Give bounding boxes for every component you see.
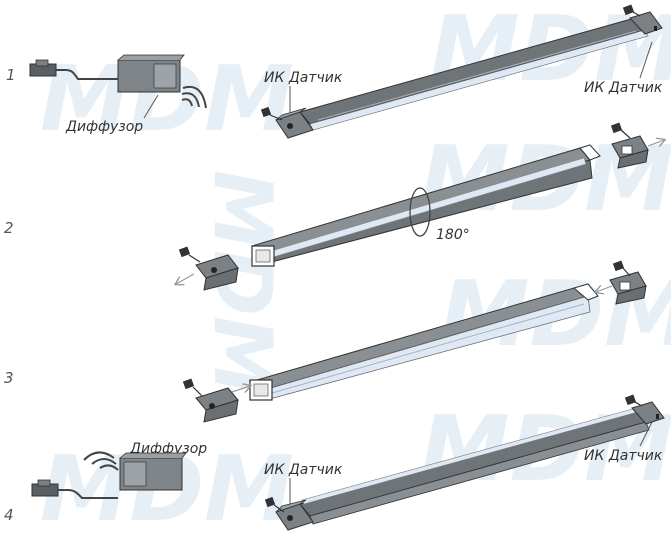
step-number-1: 1 — [6, 66, 16, 84]
end-cap-right — [622, 4, 663, 35]
end-cap-left-detached — [176, 246, 239, 291]
signal-waves-icon-4 — [83, 451, 119, 471]
ir-sensor-label-right: ИК Датчик — [584, 80, 663, 96]
ir-sensor-pointer-right-4 — [639, 421, 653, 447]
led-profile-open — [251, 144, 601, 267]
end-cap-left — [260, 106, 314, 139]
ir-sensor-label-left-4: ИК Датчик — [264, 462, 343, 478]
ir-sensor-label-right-4: ИК Датчик — [584, 448, 663, 464]
end-cap-right-detached — [610, 122, 664, 169]
rotation-label: 180° — [436, 227, 470, 243]
led-profile-with-diffuser — [248, 283, 599, 401]
end-cap-right-inserting — [596, 260, 647, 305]
step-1: Диффузор ИК Датчик ИК Датчик — [29, 4, 663, 139]
end-cap-left-4 — [264, 496, 314, 531]
ir-sensor-label-left: ИК Датчик — [264, 70, 343, 86]
diffuser-pointer-line — [143, 94, 159, 119]
step-4: Диффузор — [31, 394, 665, 531]
connector-plug-icon — [29, 59, 118, 80]
step-2: 180° — [176, 122, 664, 291]
ir-sensor-pointer-right — [639, 41, 653, 79]
led-profile-assembled — [299, 407, 650, 525]
step-number-4: 4 — [4, 506, 14, 524]
led-profile — [299, 17, 649, 131]
end-cap-right-4 — [624, 394, 665, 425]
connector-plug-icon-4 — [31, 479, 118, 499]
diffuser-label: Диффузор — [65, 119, 143, 135]
signal-waves-icon — [181, 86, 207, 109]
sensor-box-icon-4 — [119, 452, 187, 491]
rotation-arrow-icon — [409, 187, 431, 237]
end-cap-left-inserting — [182, 378, 250, 423]
step-number-2: 2 — [4, 219, 14, 237]
step-number-3: 3 — [4, 369, 14, 387]
sensor-box-icon — [117, 54, 185, 93]
step-3 — [182, 260, 647, 423]
